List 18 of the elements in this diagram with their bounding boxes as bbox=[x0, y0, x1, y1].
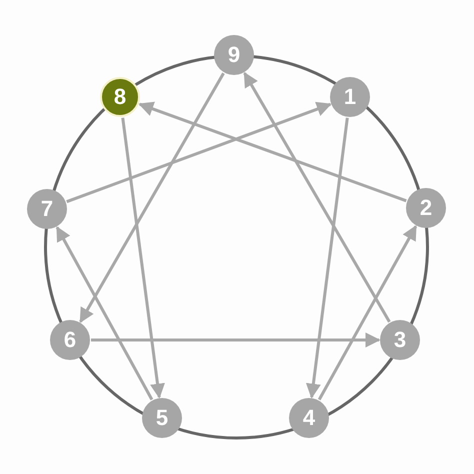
number-circle: 3 bbox=[380, 320, 420, 360]
number-circle: 1 bbox=[330, 77, 370, 117]
arrow bbox=[318, 225, 418, 400]
arrow bbox=[306, 118, 349, 399]
arrow bbox=[79, 72, 225, 324]
number-circle: 2 bbox=[406, 188, 446, 228]
number-circle: 5 bbox=[142, 398, 182, 438]
number-circle: 4 bbox=[289, 398, 329, 438]
number-circle: 6 bbox=[50, 320, 90, 360]
number-circle: 7 bbox=[27, 189, 67, 229]
number-circle: 9 bbox=[214, 35, 254, 75]
arrow bbox=[121, 118, 165, 399]
arrow bbox=[66, 102, 332, 204]
arrow bbox=[243, 72, 391, 323]
arrow bbox=[56, 226, 154, 400]
number-circle: 8 bbox=[100, 77, 140, 117]
arrow bbox=[91, 332, 380, 348]
arrow bbox=[138, 102, 407, 202]
